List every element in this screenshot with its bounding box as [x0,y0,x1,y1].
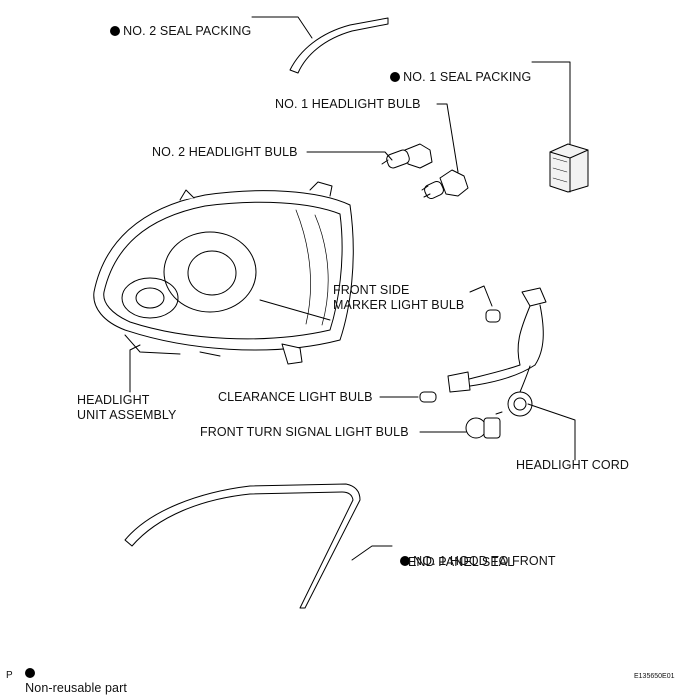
page-letter: P [6,670,13,681]
no2-headlight-bulb-label: NO. 2 HEADLIGHT BULB [152,145,298,159]
headlight-unit-label-line1: HEADLIGHT [77,393,150,407]
front-side-marker-label-line1: FRONT SIDE [333,283,410,297]
non-reusable-dot-icon [400,556,411,566]
non-reusable-dot-icon [25,668,36,678]
legend: Non-reusable part [18,651,127,696]
no2-seal-packing-label: NO. 2 SEAL PACKING [103,9,251,39]
hood-seal-label-line1: NO. 1 HOOD TO FRONT [393,539,556,569]
legend-text: Non-reusable part [25,681,127,695]
headlight-unit-assembly-part [93,181,354,365]
figure-id: E135650E01 [634,673,675,680]
headlight-unit-label-line2: UNIT ASSEMBLY [77,408,177,422]
front-turn-signal-bulb-part [465,411,503,439]
headlight-cord-part [447,287,547,417]
non-reusable-dot-icon [390,72,401,82]
no2-seal-packing-part [289,17,389,74]
no1-seal-packing-label: NO. 1 SEAL PACKING [383,55,531,85]
no2-headlight-bulb-part [381,143,433,169]
hood-seal-part [124,483,361,609]
no1-headlight-bulb-label: NO. 1 HEADLIGHT BULB [275,97,421,111]
no1-seal-packing-part [549,143,589,193]
leader-no2-bulb [306,151,393,161]
turn-signal-bulb-label: FRONT TURN SIGNAL LIGHT BULB [200,425,409,439]
no1-headlight-bulb-part [421,169,469,200]
front-side-marker-label-line2: MARKER LIGHT BULB [333,298,465,312]
leader-headlight-unit [129,344,141,393]
leader-headlight-cord [527,403,576,461]
leader-marker [469,285,493,307]
clearance-light-bulb-part [419,391,437,403]
leader-no1-seal [531,61,571,145]
hood-seal-label-line2: END PANEL SEAL [408,555,515,569]
non-reusable-dot-icon [110,26,121,36]
headlight-cord-label: HEADLIGHT CORD [516,458,629,472]
clearance-bulb-label: CLEARANCE LIGHT BULB [218,390,373,404]
front-side-marker-bulb-part [485,309,501,323]
leader-hood-seal [351,545,393,561]
leader-no1-bulb [436,103,459,173]
leader-no2-seal [251,16,313,39]
